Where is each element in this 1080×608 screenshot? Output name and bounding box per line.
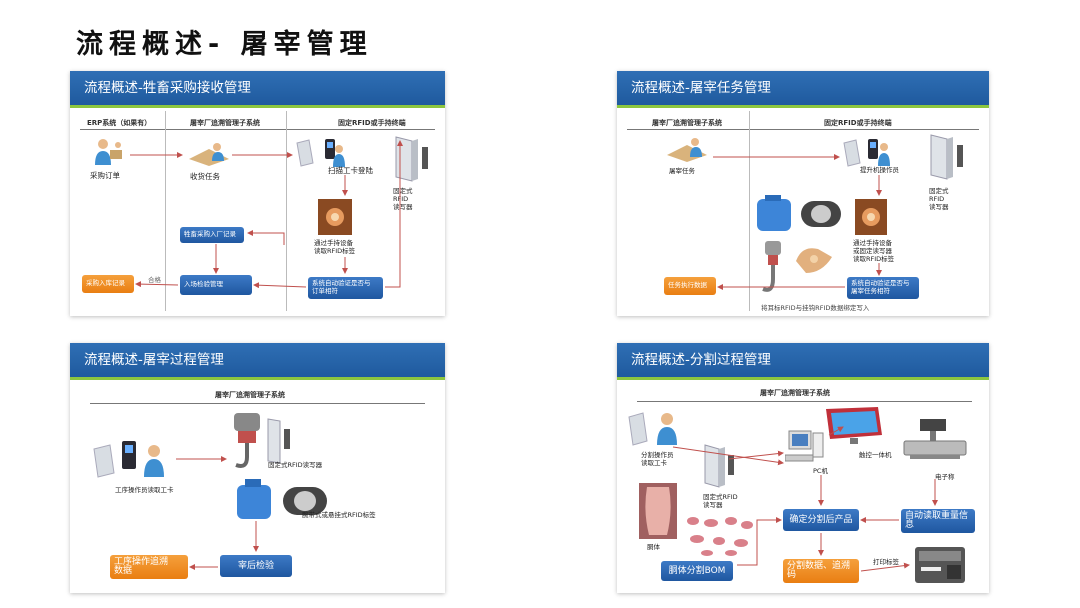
column-divider: [749, 111, 750, 311]
pig-ear-tag-photo: [855, 199, 887, 235]
panel-title: 流程概述-屠宰任务管理: [617, 71, 989, 108]
panel-slaughter-task: 流程概述-屠宰任务管理 屠宰厂追溯管理子系统 固定RFID或手持终端 屠宰任务 …: [617, 71, 989, 316]
column-header-trace: 屠宰厂追溯管理子系统: [190, 119, 260, 127]
hook-reader-icon: [234, 413, 290, 468]
header-divider: [637, 401, 972, 402]
flow-arrows: [176, 456, 259, 570]
carcass-label: 胴体: [647, 543, 660, 551]
column-divider: [286, 111, 287, 311]
panel-title: 流程概述-屠宰过程管理: [70, 343, 445, 380]
binding-note: 将耳标RFID与挂钩RFID数据绑定写入: [761, 304, 870, 312]
auto-read-weight-box: 自动读取重量信 息: [901, 509, 975, 533]
carcass-photo: [639, 483, 677, 539]
column-header-rfid: 固定RFID或手持终端: [824, 119, 892, 127]
post-slaughter-inspection-box: 宰后检验: [220, 555, 292, 577]
panel-procurement: 流程概述-牲畜采购接收管理 ERP系统（如果有） 屠宰厂追溯管理子系统 固定RF…: [70, 71, 445, 316]
handheld-terminal-icon: [93, 441, 164, 478]
confirm-cut-products-box: 确定分割后产品: [783, 509, 859, 531]
entry-inspection-box: 入场检验管理: [180, 275, 252, 295]
scale-label: 电子称: [935, 473, 955, 481]
cutting-data-trace-code-box: 分割数据、追溯 码: [783, 559, 859, 583]
rfid-wristband-icon: [237, 479, 327, 519]
pig-ear-tag-photo: [318, 199, 352, 235]
operator-card-label: 工序操作员读取工卡: [115, 486, 174, 494]
panel-slaughter-process: 流程概述-屠宰过程管理 屠宰厂追溯管理子系统 工序操作员读取工卡 固定式RFID…: [70, 343, 445, 593]
print-label-text: 打印标签: [873, 558, 899, 566]
desk-worker-icon: [189, 143, 229, 166]
rfid-tag-label: 腕带式或悬挂式RFID标签: [302, 511, 376, 519]
panel-cutting-process: 流程概述-分割过程管理 屠宰厂追溯管理子系统 分割操作员 读取工卡 触控一体机 …: [617, 343, 989, 593]
operator-card-label: 分割操作员 读取工卡: [641, 451, 674, 468]
read-tag-label: 通过手持设备 读取RFID标签: [314, 239, 356, 256]
header-divider: [90, 403, 425, 404]
card-reader-person-icon: [628, 412, 677, 446]
fixed-reader-icon: [704, 444, 734, 488]
purchase-storage-record-box: 采购入库记录: [82, 275, 134, 293]
process-trace-data-box: 工序操作追溯 数据: [110, 555, 188, 579]
header-divider: [80, 129, 435, 130]
desk-worker-icon: [667, 138, 707, 162]
receive-task-label: 收货任务: [190, 172, 220, 181]
column-header-erp: ERP系统（如果有）: [87, 119, 152, 127]
handheld-terminal-icon: [843, 139, 890, 167]
flow-arrows: [130, 140, 403, 289]
column-header-trace: 屠宰厂追溯管理子系统: [760, 389, 830, 397]
task-execution-data-box: 任务执行数据: [664, 277, 716, 295]
auto-verify-task-box: 系统自动验证是否与 屠宰任务相符: [847, 277, 919, 299]
rfid-wristband-icon: [757, 195, 841, 231]
fixed-reader-label: 固定式 RFID 读写器: [929, 187, 949, 212]
operator-label: 提升机操作员: [860, 166, 899, 174]
pc-icon: [785, 430, 824, 462]
fixed-reader-label: 固定式RFID 读写器: [703, 493, 738, 510]
scan-card-label: 扫描工卡登陆: [328, 166, 373, 175]
hook-icon: [762, 241, 781, 292]
column-header-trace: 屠宰厂追溯管理子系统: [215, 391, 285, 399]
panel-title: 流程概述-分割过程管理: [617, 343, 989, 380]
page-title: 流程概述- 屠宰管理: [76, 29, 373, 60]
person-icon: [95, 139, 122, 165]
read-tag-label: 通过手持设备 或固定读写器 读取RFID标签: [853, 239, 895, 264]
flow-arrows: [672, 426, 938, 572]
slaughter-task-label: 屠宰任务: [669, 167, 695, 175]
fixed-reader-icon: [930, 134, 963, 180]
carcass-cutting-bom-box: 胴体分割BOM: [661, 561, 733, 581]
header-divider: [627, 129, 979, 130]
electronic-scale-icon: [903, 419, 967, 459]
livestock-entry-record-box: 牲畜采购入厂记录: [180, 227, 244, 243]
touch-pc-label: 触控一体机: [859, 451, 892, 459]
fixed-reader-label: 固定式 RFID 读写器: [393, 187, 413, 212]
pass-label: 合格: [148, 276, 161, 284]
meat-cuts-icon: [687, 517, 753, 556]
auto-verify-order-box: 系统自动验证是否与 订单相符: [308, 277, 383, 299]
column-divider: [165, 111, 166, 311]
handheld-terminal-icon: [296, 139, 345, 167]
purchase-order-label: 采购订单: [90, 171, 120, 180]
column-header-rfid: 固定RFID或手持终端: [338, 119, 406, 127]
pc-label: PC机: [813, 467, 828, 475]
panel-title: 流程概述-牲畜采购接收管理: [70, 71, 445, 108]
column-header-trace: 屠宰厂追溯管理子系统: [652, 119, 722, 127]
flow-arrows: [713, 154, 882, 290]
ear-tag-icon: [796, 248, 832, 273]
label-printer-icon: [915, 547, 965, 583]
fixed-reader-label: 固定式RFID读写器: [268, 461, 323, 469]
